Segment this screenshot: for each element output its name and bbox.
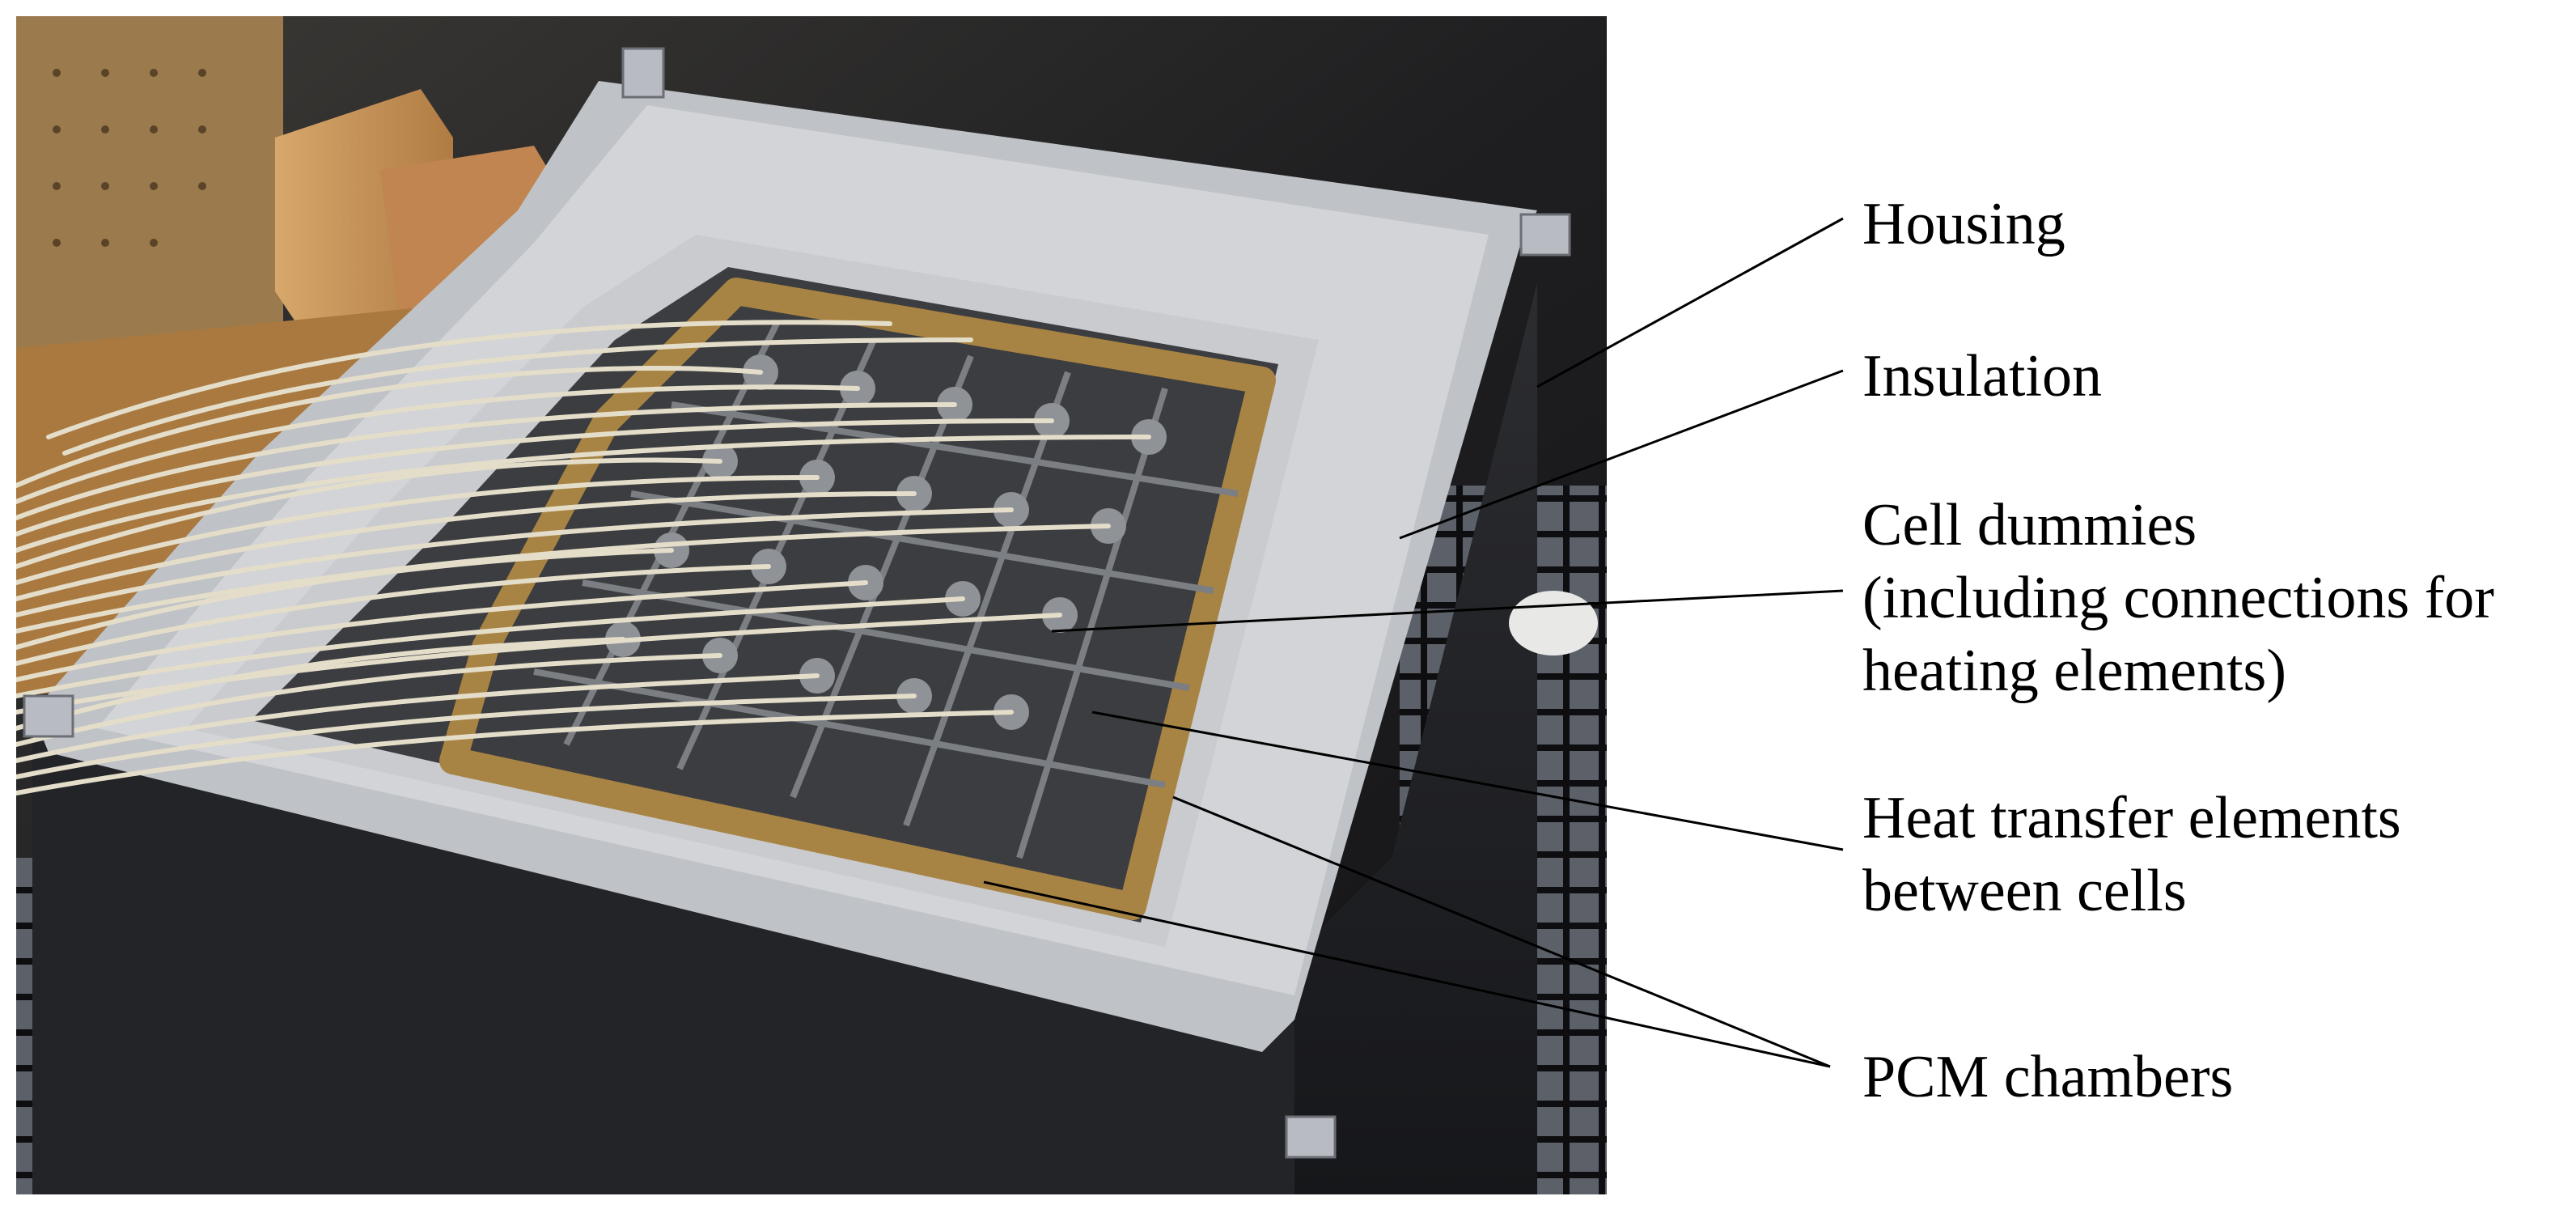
label-cell-dummies-line-1: Cell dummies — [1862, 492, 2197, 558]
photo-content — [16, 16, 1607, 1194]
leader-line-pcm-chambers-2 — [983, 880, 1831, 1068]
pegboard-holes — [53, 69, 206, 247]
label-insulation-text: Insulation — [1862, 343, 2102, 409]
insulation-fluff — [1509, 591, 1598, 655]
housing-front-panel — [32, 728, 1294, 1194]
label-heat-transfer-line-2: between cells — [1862, 858, 2187, 924]
leader-line-pcm-chambers-1 — [1172, 795, 1831, 1068]
label-insulation: Insulation — [1862, 340, 2102, 413]
housing-corner-brackets — [23, 47, 1571, 1159]
label-cell-dummies: Cell dummies (including connections for … — [1862, 489, 2494, 707]
leader-line-insulation — [1399, 369, 1844, 540]
leader-line-heat-transfer — [1091, 711, 1844, 851]
wire-bundle — [16, 320, 1151, 795]
pcm-chamber-frame — [439, 278, 1276, 920]
label-pcm-chambers: PCM chambers — [1862, 1041, 2233, 1114]
label-cell-dummies-line-2: (including connections for — [1862, 565, 2494, 631]
leader-line-housing — [1536, 217, 1844, 388]
leader-line-cell-dummies — [1051, 589, 1844, 633]
label-heat-transfer-line-1: Heat transfer elements — [1862, 785, 2401, 851]
label-heat-transfer: Heat transfer elements between cells — [1862, 782, 2401, 927]
leader-lines — [983, 217, 1844, 1068]
label-housing-text: Housing — [1862, 191, 2065, 257]
label-pcm-chambers-text: PCM chambers — [1862, 1044, 2234, 1110]
label-housing: Housing — [1862, 188, 2065, 261]
label-cell-dummies-line-3: heating elements) — [1862, 638, 2286, 704]
